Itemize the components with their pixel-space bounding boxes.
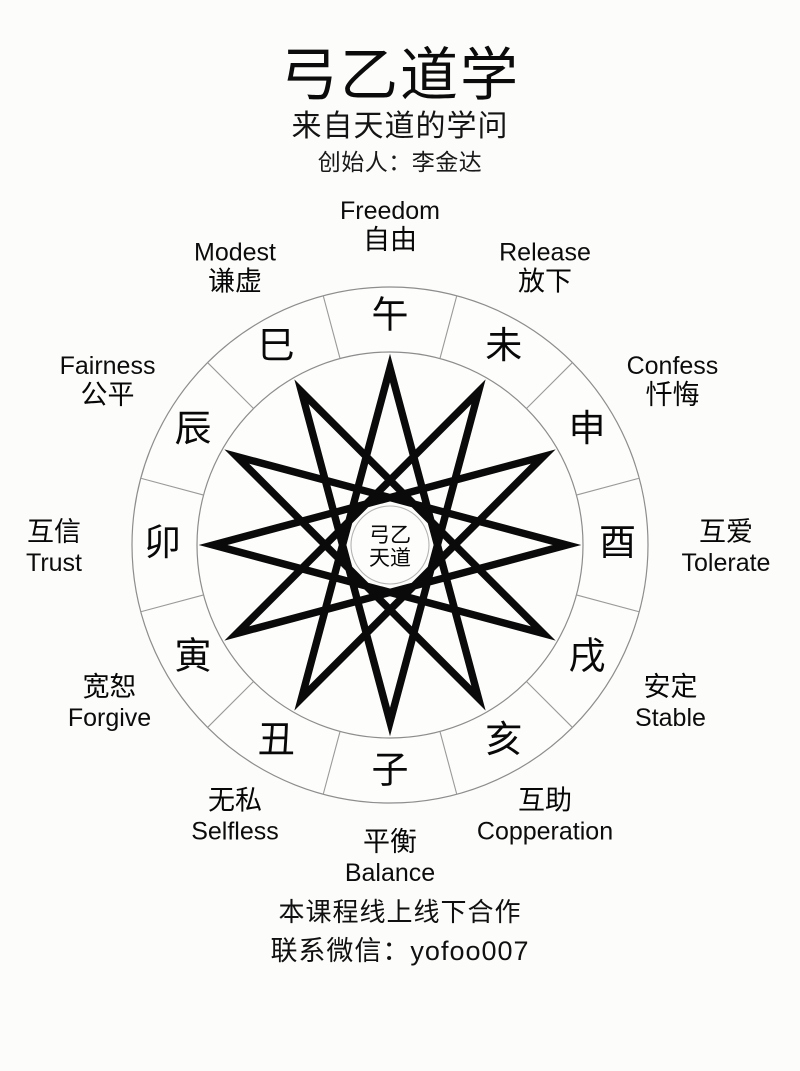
page-subtitle: 来自天道的学问 xyxy=(291,110,509,143)
virtue-en-8: Forgive xyxy=(68,704,151,732)
star-polygon xyxy=(198,353,582,737)
branch-glyph-7: 丑 xyxy=(258,719,295,760)
virtue-en-9: Trust xyxy=(26,549,82,577)
virtue-cn-7: 无私 xyxy=(208,785,262,815)
branch-glyph-11: 巳 xyxy=(258,325,295,366)
branch-glyph-0: 午 xyxy=(372,294,409,335)
virtue-cn-3: 互爱 xyxy=(699,517,753,547)
sector-divider xyxy=(140,594,204,613)
virtue-en-7: Selfless xyxy=(191,817,279,845)
virtue-en-11: Modest xyxy=(194,239,276,267)
sector-divider xyxy=(526,681,573,728)
sector-divider xyxy=(439,731,458,795)
virtue-en-0: Freedom xyxy=(340,197,440,225)
branch-glyph-5: 亥 xyxy=(485,719,522,760)
sector-divider xyxy=(576,477,640,496)
branch-glyph-8: 寅 xyxy=(174,636,211,677)
virtue-en-10: Fairness xyxy=(60,352,156,380)
branch-glyph-9: 卯 xyxy=(144,522,181,563)
wheel-sector-dividers xyxy=(140,295,640,795)
virtue-en-3: Tolerate xyxy=(682,549,771,577)
branch-glyph-6: 子 xyxy=(372,749,409,790)
founder-credit: 创始人：李金达 xyxy=(317,149,483,175)
virtue-labels: 自由Freedom放下Release忏悔Confess互爱Tolerate安定S… xyxy=(26,197,770,887)
page-title: 弓乙道学 xyxy=(279,43,520,108)
branch-glyph-3: 酉 xyxy=(599,522,636,563)
sector-divider xyxy=(526,362,573,409)
virtue-cn-8: 宽恕 xyxy=(83,672,137,702)
virtue-cn-10: 公平 xyxy=(81,380,135,410)
virtue-cn-1: 放下 xyxy=(518,267,572,297)
virtue-en-6: Balance xyxy=(345,859,435,887)
footer-cooperation-note: 本课程线上线下合作 xyxy=(278,897,522,927)
branch-glyph-10: 辰 xyxy=(174,408,211,449)
hub-circle xyxy=(350,505,430,585)
sector-divider xyxy=(207,681,254,728)
twelve-point-star xyxy=(198,353,582,737)
virtue-cn-2: 忏悔 xyxy=(645,380,699,410)
sector-divider xyxy=(439,295,458,359)
title-block: 弓乙道学 来自天道的学问 创始人：李金达 xyxy=(0,44,800,178)
sector-divider xyxy=(322,295,341,359)
footer-block: 本课程线上线下合作 联系微信：yofoo007 xyxy=(0,893,800,971)
outer-ring xyxy=(131,286,649,804)
virtue-en-4: Stable xyxy=(635,704,706,732)
virtue-cn-4: 安定 xyxy=(643,672,697,702)
virtue-cn-5: 互助 xyxy=(518,785,572,815)
virtue-cn-11: 谦虚 xyxy=(208,267,262,297)
virtue-en-1: Release xyxy=(499,239,591,267)
hub-label-line1: 弓乙 xyxy=(369,524,411,547)
inner-ring xyxy=(196,351,584,739)
virtue-cn-9: 互信 xyxy=(27,517,81,547)
sector-divider xyxy=(576,594,640,613)
sector-divider xyxy=(322,731,341,795)
footer-contact-wechat: 联系微信：yofoo007 xyxy=(270,936,530,966)
sector-divider xyxy=(207,362,254,409)
branch-glyph-2: 申 xyxy=(569,408,606,449)
virtue-cn-0: 自由 xyxy=(363,225,417,255)
branch-glyph-4: 戌 xyxy=(569,636,606,677)
virtue-en-2: Confess xyxy=(627,352,719,380)
sector-divider xyxy=(140,477,204,496)
virtue-cn-6: 平衡 xyxy=(363,827,417,857)
hub-label-line2: 天道 xyxy=(369,547,411,570)
virtue-en-5: Copperation xyxy=(477,817,613,845)
branch-glyph-1: 未 xyxy=(485,325,522,366)
